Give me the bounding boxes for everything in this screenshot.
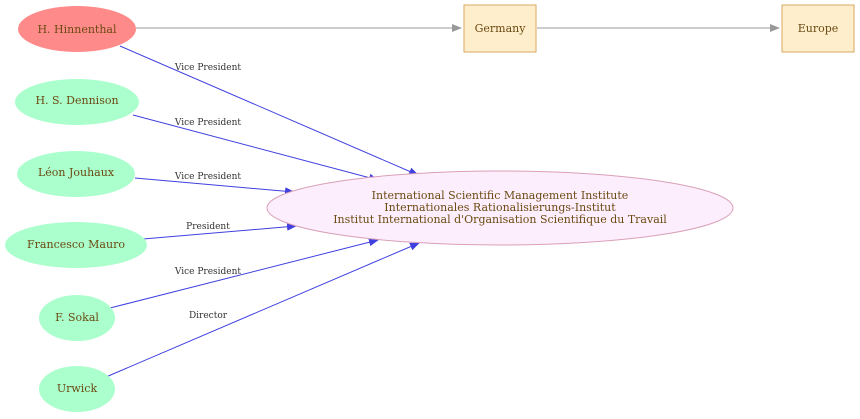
institute-label-french: Institut International d'Organisation Sc… [333, 213, 667, 226]
person-label: Francesco Mauro [27, 238, 125, 251]
person-nodes: H. Hinnenthal H. S. Dennison Léon Jouhau… [5, 6, 147, 412]
person-shape [15, 79, 139, 125]
person-shape [39, 295, 115, 341]
role-label-mauro: President [186, 222, 230, 232]
person-shape [5, 222, 147, 268]
institute-shape [266, 170, 734, 246]
place-label: Europe [798, 22, 839, 35]
role-labels: Vice President Vice President Vice Presi… [174, 63, 242, 321]
place-shape [781, 4, 855, 53]
place-label: Germany [475, 22, 527, 35]
institute-label-german: Internationales Rationalisierungs-Instit… [384, 201, 616, 214]
role-label-jouhaux: Vice President [174, 172, 242, 182]
person-node-mauro[interactable]: Francesco Mauro [5, 222, 147, 268]
place-shape [463, 4, 537, 53]
role-label-sokal: Vice President [174, 267, 242, 277]
person-label: Léon Jouhaux [38, 166, 115, 179]
role-label-hinnenthal: Vice President [174, 63, 242, 73]
institute-node[interactable]: International Scientific Management Inst… [266, 170, 734, 246]
role-label-dennison: Vice President [174, 118, 242, 128]
place-nodes: Germany Europe [463, 4, 855, 53]
person-label: Urwick [57, 382, 98, 395]
edge-dennison-institute [132, 114, 379, 182]
institute-label-english: International Scientific Management Inst… [372, 189, 629, 202]
person-node-dennison[interactable]: H. S. Dennison [15, 79, 139, 125]
person-node-urwick[interactable]: Urwick [39, 366, 115, 412]
person-node-sokal[interactable]: F. Sokal [39, 295, 115, 341]
person-shape [17, 151, 135, 197]
person-label: H. S. Dennison [35, 94, 118, 107]
edge-hinnenthal-institute [119, 45, 419, 176]
person-shape [18, 6, 136, 52]
person-shape [39, 366, 115, 412]
edge-jouhaux-institute [134, 177, 295, 196]
edge-sokal-institute [109, 238, 379, 309]
person-node-hinnenthal[interactable]: H. Hinnenthal [18, 6, 136, 52]
role-label-urwick: Director [189, 311, 228, 321]
person-label: H. Hinnenthal [37, 23, 117, 36]
person-node-jouhaux[interactable]: Léon Jouhaux [17, 151, 135, 197]
edge-urwick-institute [105, 242, 420, 378]
edge-mauro-institute [142, 222, 297, 240]
place-node-europe[interactable]: Europe [781, 4, 855, 53]
role-edges [105, 45, 420, 378]
person-label: F. Sokal [55, 311, 99, 324]
place-node-germany[interactable]: Germany [463, 4, 537, 53]
